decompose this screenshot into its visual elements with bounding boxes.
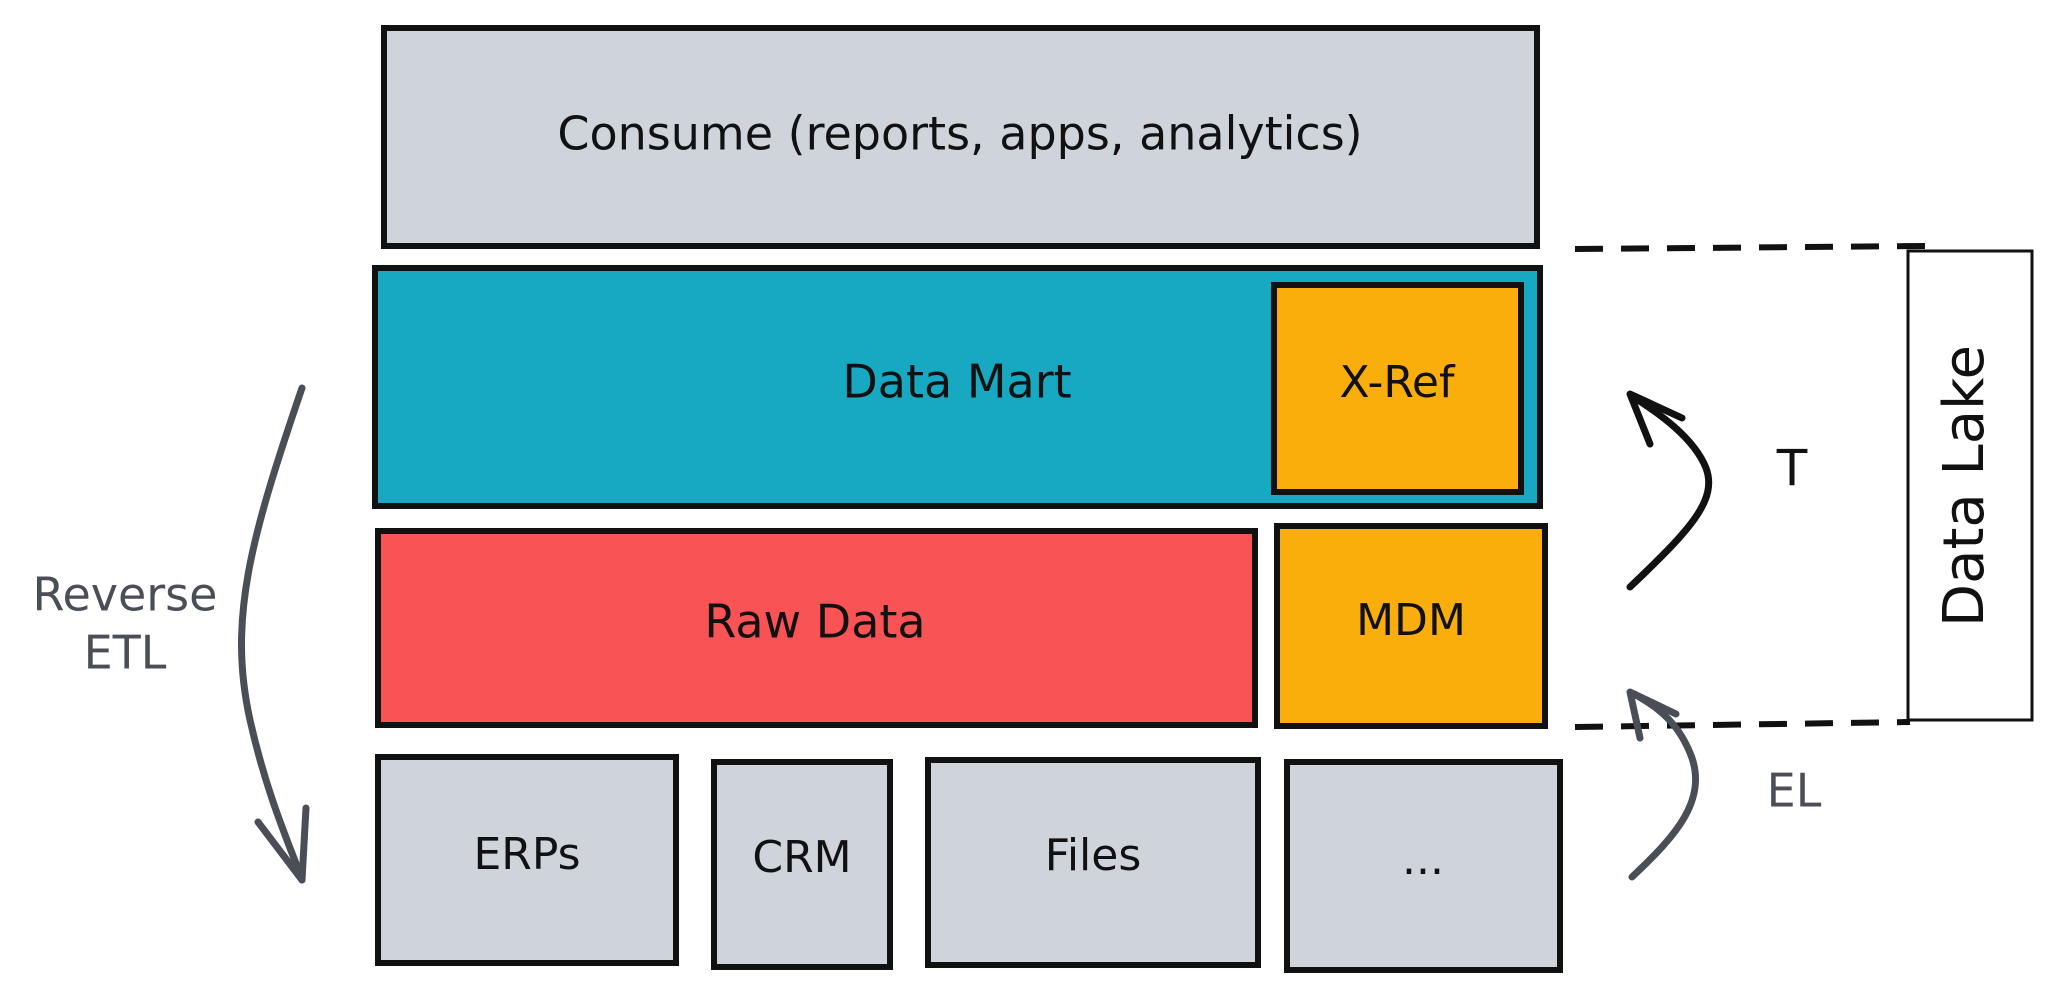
reverse-etl-arrow	[238, 384, 306, 884]
reverse-etl-label-line1: Reverse	[33, 568, 218, 622]
erps-box	[375, 754, 679, 966]
data-mart-layer: Data Mart X-Ref	[372, 265, 1543, 509]
data-lake-top-dashed-line	[1574, 243, 1926, 252]
reverse-etl-arrowhead-icon	[254, 804, 310, 884]
sources-layer: ERPs CRM Files ...	[375, 754, 1563, 973]
crm-label: CRM	[752, 832, 851, 883]
consume-label: Consume (reports, apps, analytics)	[557, 107, 1362, 161]
xref-label: X-Ref	[1340, 357, 1456, 408]
transform-arrowhead-icon	[1626, 390, 1686, 448]
more-sources-label: ...	[1402, 834, 1444, 885]
raw-data-label: Raw Data	[704, 595, 925, 649]
consume-box	[381, 25, 1540, 249]
data-lake-box	[1906, 249, 2034, 722]
raw-data-box	[375, 528, 1258, 728]
data-lake-label: Data Lake	[1932, 345, 1997, 627]
extract-load-arrow	[1628, 690, 1700, 881]
more-sources-box	[1284, 759, 1563, 973]
data-mart-label: Data Mart	[842, 355, 1071, 409]
files-box	[925, 757, 1261, 968]
reverse-etl-label-line2: ETL	[84, 626, 167, 680]
files-label: Files	[1045, 830, 1142, 881]
reverse-etl-annotation: Reverse ETL	[33, 384, 310, 884]
data-lake-bracket: Data Lake	[1574, 243, 2034, 730]
xref-box	[1271, 282, 1524, 495]
mdm-label: MDM	[1356, 595, 1466, 646]
transform-arrow	[1626, 392, 1713, 591]
mdm-box	[1274, 523, 1548, 729]
data-lake-bottom-dashed-line	[1574, 719, 1911, 730]
crm-box	[711, 759, 893, 970]
extract-load-annotation: EL	[1626, 688, 1822, 881]
erps-label: ERPs	[473, 829, 580, 880]
transform-label: T	[1776, 440, 1808, 498]
transform-annotation: T	[1626, 390, 1808, 591]
raw-data-layer: Raw Data MDM	[375, 523, 1548, 729]
extract-load-label: EL	[1767, 764, 1822, 818]
extract-load-arrowhead-icon	[1626, 688, 1680, 742]
consume-layer: Consume (reports, apps, analytics)	[381, 25, 1540, 249]
